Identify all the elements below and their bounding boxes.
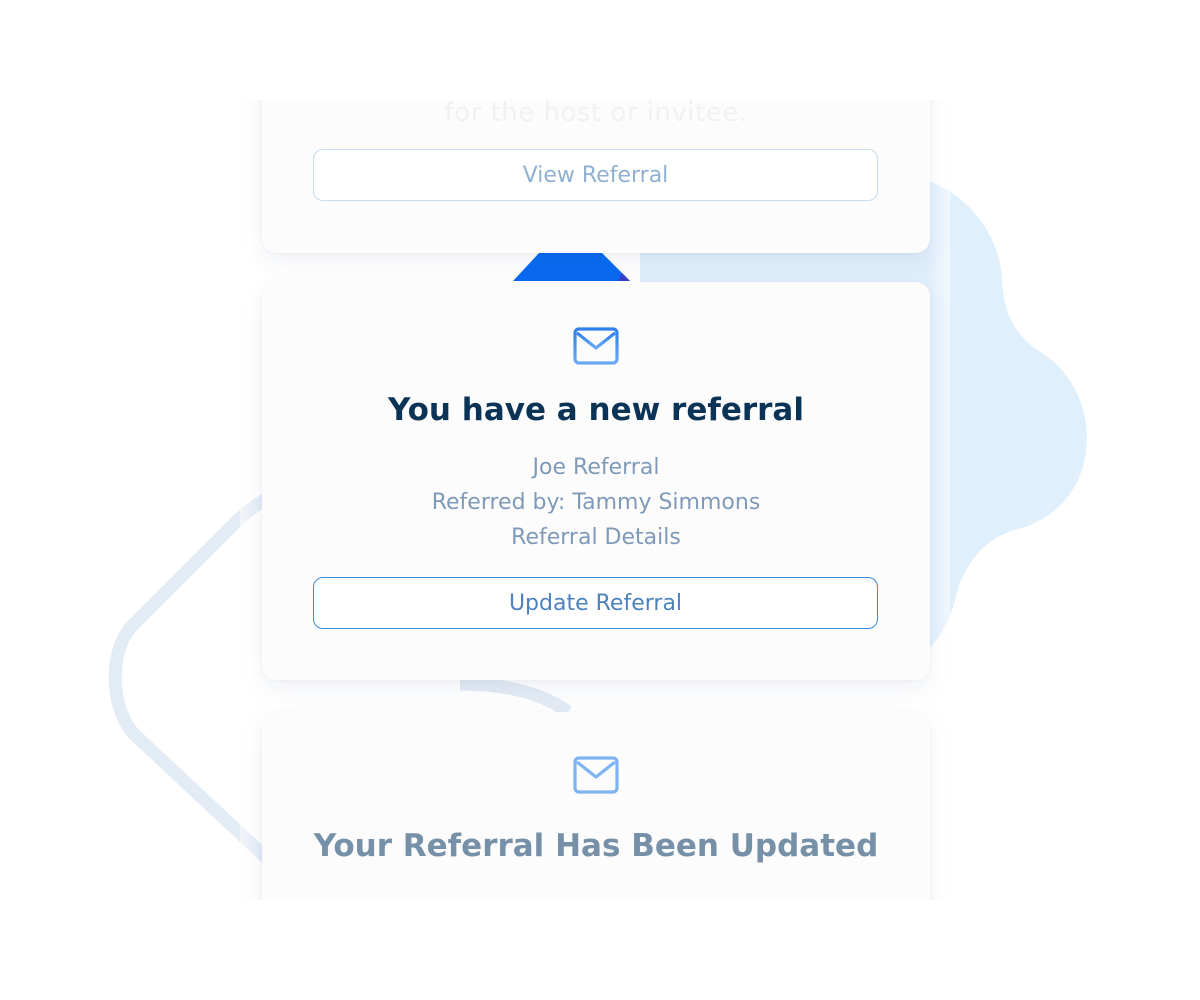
referral-details-link[interactable]: Referral Details — [511, 525, 681, 550]
card-title: You have a new referral — [388, 392, 804, 428]
new-referral-card: You have a new referral Joe Referral Ref… — [262, 282, 930, 680]
card-title: Your Referral Has Been Updated — [313, 828, 879, 864]
notification-feed[interactable]: for the host or invitee. View Referral Y… — [240, 100, 950, 900]
view-referral-button[interactable]: View Referral — [313, 149, 878, 201]
card-faded-text: for the host or invitee. — [444, 100, 748, 128]
update-referral-button[interactable]: Update Referral — [313, 577, 878, 629]
referral-updated-card: Your Referral Has Been Updated — [262, 712, 930, 900]
card-icon-container — [262, 326, 930, 366]
referral-card-previous: for the host or invitee. View Referral — [262, 100, 930, 253]
envelope-icon — [573, 756, 619, 794]
referral-name: Joe Referral — [532, 455, 660, 480]
referral-details: Joe Referral Referred by: Tammy Simmons … — [262, 450, 930, 555]
envelope-icon — [573, 327, 619, 365]
card-icon-container — [262, 755, 930, 795]
referred-by-text: Referred by: Tammy Simmons — [431, 490, 761, 515]
